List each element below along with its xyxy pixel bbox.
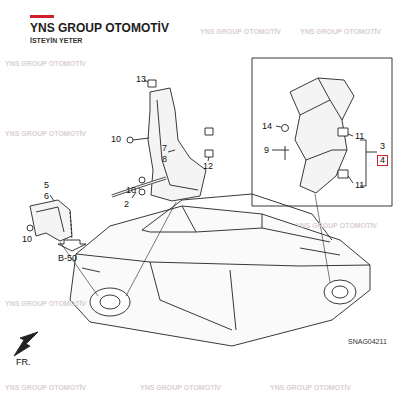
watermark: YNS GROUP OTOMOTİV [5, 384, 86, 391]
callout-number: 11 [355, 181, 364, 190]
callout-number: 4 [377, 155, 388, 166]
callout-number: 2 [124, 200, 129, 209]
brand-tagline: İSTEYİN YETER [30, 37, 82, 44]
callout-number: 7 [162, 144, 167, 153]
front-direction: FR. [16, 358, 31, 367]
callout-number: 3 [380, 142, 385, 151]
brand-title: YNS GROUP OTOMOTİV [30, 22, 169, 34]
callout-number: 14 [262, 122, 272, 131]
watermark: YNS GROUP OTOMOTİV [296, 222, 377, 229]
watermark: YNS GROUP OTOMOTİV [5, 60, 86, 67]
watermark: YNS GROUP OTOMOTİV [5, 130, 86, 137]
diagram-code: SNAG04211 [348, 338, 387, 345]
callout-number: 9 [264, 146, 269, 155]
callout-number: 12 [203, 162, 213, 171]
watermark: YNS GROUP OTOMOTİV [5, 300, 86, 307]
watermark: YNS GROUP OTOMOTİV [140, 384, 221, 391]
watermark: YNS GROUP OTOMOTİV [200, 28, 281, 35]
callout-number: 10 [111, 135, 121, 144]
watermark: YNS GROUP OTOMOTİV [270, 384, 351, 391]
callout-number: 13 [136, 75, 146, 84]
callout-number: 5 [44, 181, 49, 190]
callout-number: 10 [126, 186, 136, 195]
callout-number: 10 [22, 235, 32, 244]
watermark: YNS GROUP OTOMOTİV [300, 28, 381, 35]
callout-number: 6 [44, 192, 49, 201]
callout-number: 11 [355, 132, 364, 141]
reference-code: B-50 [58, 254, 77, 263]
callout-number: 8 [162, 155, 167, 164]
